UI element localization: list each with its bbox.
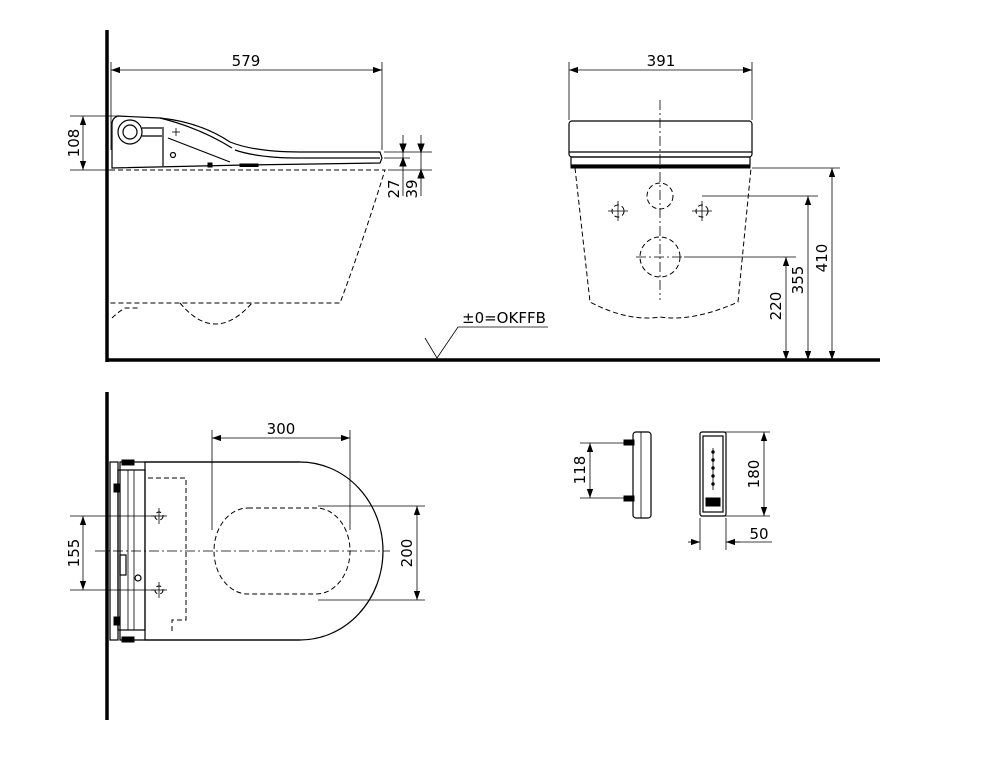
dim-lid-offset: 27 [385,179,403,198]
side-view: 579 108 27 39 ±0=OKFFB [65,30,880,362]
top-view: 300 155 200 [65,392,425,720]
bolt-hole-right [692,201,712,221]
floor-level-label: ±0=OKFFB [462,309,546,327]
dim-seat-opening: 300 [267,420,296,438]
dim-seat-width: 200 [398,539,416,568]
wall-bracket: 118 [571,431,652,519]
dim-bolt-height: 410 [813,244,831,273]
front-view: 391 410 355 220 [568,52,840,360]
dim-side-length: 579 [232,52,261,70]
dim-seat-offset: 39 [403,179,421,198]
dim-panel-height: 180 [745,460,763,489]
bolt-hole-left [608,201,628,221]
dim-wall-bolts: 155 [65,539,83,568]
dim-front-width: 391 [647,52,676,70]
dim-side-height: 108 [65,129,83,158]
dim-upper-hole-height: 355 [789,266,807,295]
dim-panel-depth: 50 [749,525,768,543]
dim-bracket-height: 118 [571,456,589,485]
control-panel: 180 50 [688,431,772,550]
dim-lower-hole-height: 220 [767,292,785,321]
